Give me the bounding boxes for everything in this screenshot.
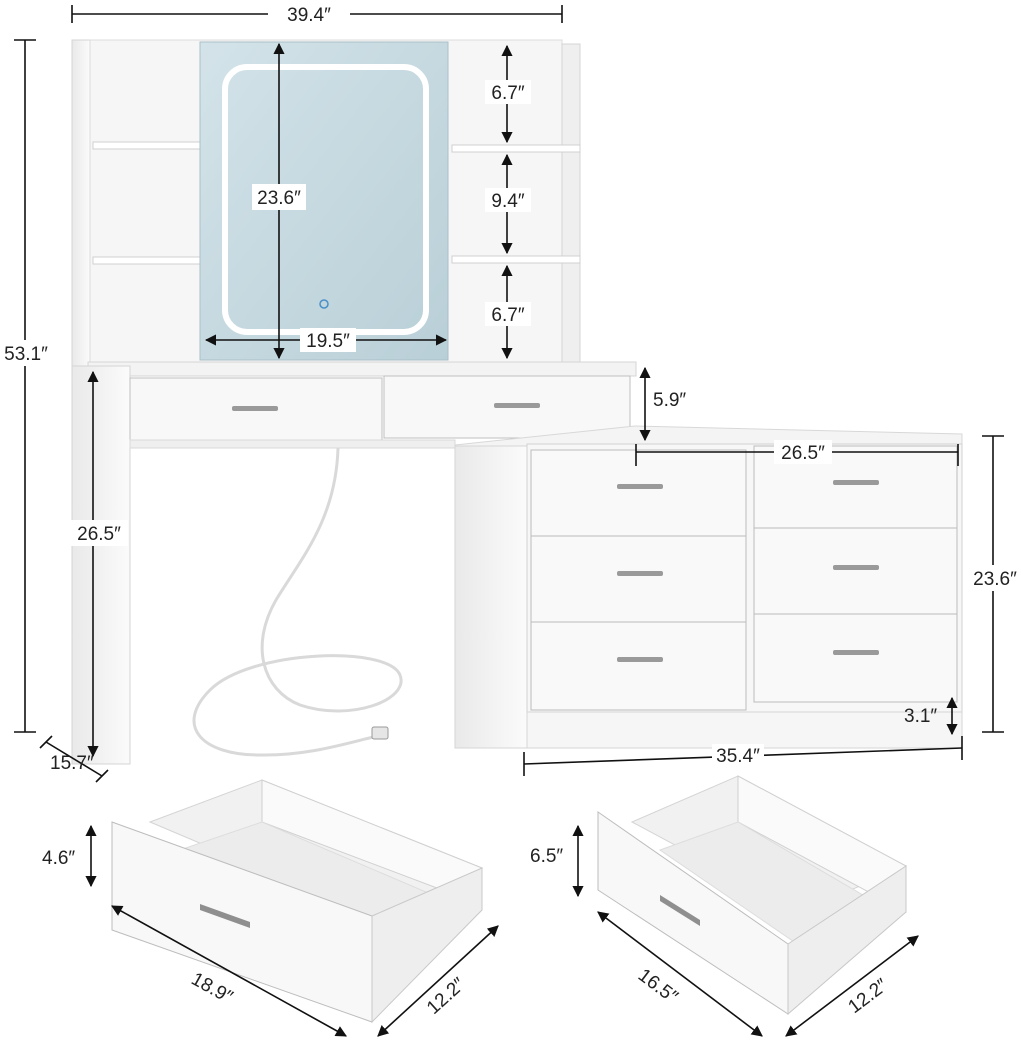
desk-apron	[129, 439, 456, 449]
hutch-left-panel	[71, 39, 91, 371]
label-mirror-height: 23.6″	[257, 188, 301, 209]
cabinet-drawer	[530, 535, 747, 623]
cabinet-drawers	[530, 445, 958, 711]
power-cord	[192, 447, 403, 757]
dim-line-small-drawer-depth	[377, 925, 499, 1037]
dim-line-large-drawer-length	[597, 911, 763, 1037]
right-shelf-upper	[451, 144, 581, 153]
drawer-cabinet	[454, 425, 963, 749]
cabinet-drawer	[530, 449, 747, 537]
cabinet-base	[526, 711, 963, 749]
cabinet-drawer	[530, 621, 747, 711]
label-large-drawer-length: 16.5″	[634, 965, 682, 1008]
power-plug	[371, 726, 389, 740]
label-shelf-top: 6.7″	[491, 83, 524, 104]
cabinet-drawer-handle	[833, 565, 879, 570]
label-small-drawer-length: 18.9″	[188, 969, 237, 1009]
cabinet-drawer-handle	[617, 484, 663, 489]
right-shelf-lower	[451, 255, 581, 264]
dim-tick	[39, 735, 53, 749]
label-shelf-bottom: 6.7″	[491, 305, 524, 326]
label-cabinet-height: 23.6″	[973, 569, 1017, 590]
label-total-height: 53.1″	[4, 344, 48, 365]
label-small-drawer-depth: 12.2″	[423, 974, 470, 1019]
cabinet-drawer	[753, 527, 958, 615]
dim-tick	[95, 769, 109, 783]
label-depth: 15.7″	[50, 753, 94, 774]
label-cabinet-width: 35.4″	[716, 746, 760, 767]
desk-left-leg	[71, 365, 131, 765]
hutch-right-panel	[561, 43, 581, 363]
touch-sensor-icon	[319, 299, 329, 309]
desk-top	[87, 361, 637, 377]
dim-line-small-drawer-length	[111, 905, 347, 1037]
dim-line-large-drawer-depth	[785, 935, 919, 1037]
led-mirror	[199, 41, 449, 361]
mirror-glass	[199, 41, 449, 361]
label-cabinet-inner: 26.5″	[781, 443, 825, 464]
desk	[71, 361, 637, 765]
label-large-drawer-depth: 12.2″	[845, 975, 893, 1018]
dim-line-depth	[45, 741, 103, 777]
left-shelf-lower	[92, 256, 208, 265]
cabinet-side	[454, 445, 528, 749]
cabinet-drawer-handle	[617, 571, 663, 576]
desk-drawer-left-handle	[232, 406, 278, 411]
label-small-drawer-height: 4.6″	[42, 848, 75, 869]
cabinet-drawer-handle	[617, 657, 663, 662]
cabinet-drawer-handle	[833, 650, 879, 655]
small-drawer	[111, 779, 484, 1024]
label-total-width: 39.4″	[287, 5, 331, 26]
left-shelf-upper	[92, 141, 208, 150]
cabinet-drawer-handle	[833, 480, 879, 485]
label-desk-leg: 26.5″	[77, 524, 121, 545]
label-mirror-width: 19.5″	[306, 331, 350, 352]
desk-drawer-right-handle	[494, 403, 540, 408]
label-large-drawer-height: 6.5″	[530, 846, 563, 867]
cabinet-drawer	[753, 613, 958, 703]
label-cabinet-base: 3.1″	[904, 706, 937, 727]
label-shelf-middle: 9.4″	[491, 191, 524, 212]
label-drawer-front: 5.9″	[653, 390, 686, 411]
